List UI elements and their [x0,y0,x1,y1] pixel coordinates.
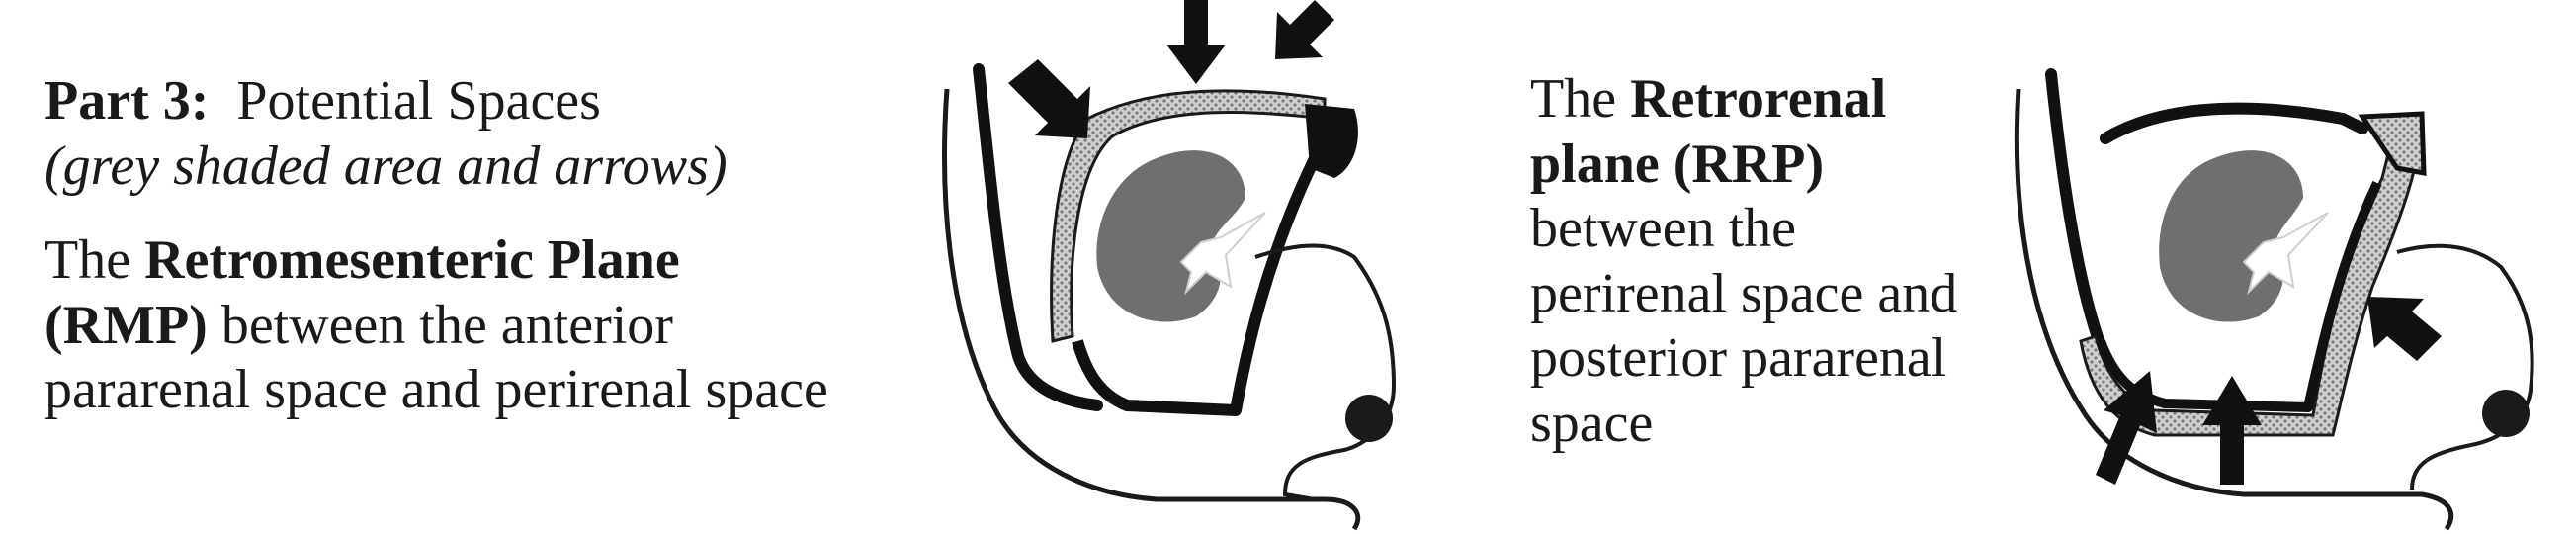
body-wall-line [2014,88,2454,531]
aorta [1345,395,1393,442]
arrow-icon [2202,376,2262,485]
spine-outline [1254,243,1397,501]
retromesenteric-plane-shading [1050,89,1327,343]
rmp-abbr: (RMP) [44,294,208,356]
rrp-line-3: between the [1530,198,1796,260]
arrow-icon [2096,371,2157,485]
kidney [1096,150,1245,322]
perirenal-cone [2100,102,2368,144]
rmp-diagram [942,0,1397,531]
rrp-diagram [2014,68,2534,531]
colon-mark [2358,111,2427,177]
renal-hilum [2242,212,2329,296]
rmp-text-block: Part 3: Potential Spaces (grey shaded ar… [44,69,934,423]
rmp-pre: The [44,229,145,292]
rrp-line-6: space [1530,392,1654,454]
renal-hilum [1179,212,1266,296]
spine-outline [2396,243,2534,490]
rmp-term: Retromesenteric Plane [144,229,680,292]
colon-mark [1305,104,1358,178]
rrp-term-line2: plane (RRP) [1530,133,1825,195]
part-heading: Part 3: Potential Spaces [44,69,934,134]
rmp-desc-line2: pararenal space and perirenal space [44,359,828,421]
arrow-icon [1275,0,1334,59]
rrp-line-1: The Retrorenal [1530,67,2044,133]
aorta [2482,390,2530,437]
arrow-icon [2367,297,2442,361]
rrp-line-2: plane (RRP) [1530,133,2044,198]
rmp-desc-line1: between the anterior [207,294,673,356]
perirenal-cone [1072,118,1331,416]
inner-cone-line [2096,180,2382,412]
arrow-icon [1166,0,1226,84]
arrow-icon [1008,59,1090,138]
rrp-line-5: posterior pararenal [1530,327,1947,390]
part-label: Part 3: [44,70,210,132]
kidney [2159,150,2303,322]
anterior-fascia [2045,68,2106,352]
rrp-line-4: perirenal space and [1530,262,1958,324]
rmp-description: The Retromesenteric Plane (RMP) between … [44,228,934,423]
rrp-pre: The [1530,68,1631,130]
body-wall-line [942,88,1361,531]
part-subtitle: (grey shaded area and arrows) [44,134,728,197]
anterior-fascia [973,63,1103,411]
part-title: Potential Spaces [236,70,601,132]
rrp-text-block: The Retrorenal plane (RRP) between the p… [1530,67,2044,456]
rrp-term-line1: Retrorenal [1630,68,1887,130]
